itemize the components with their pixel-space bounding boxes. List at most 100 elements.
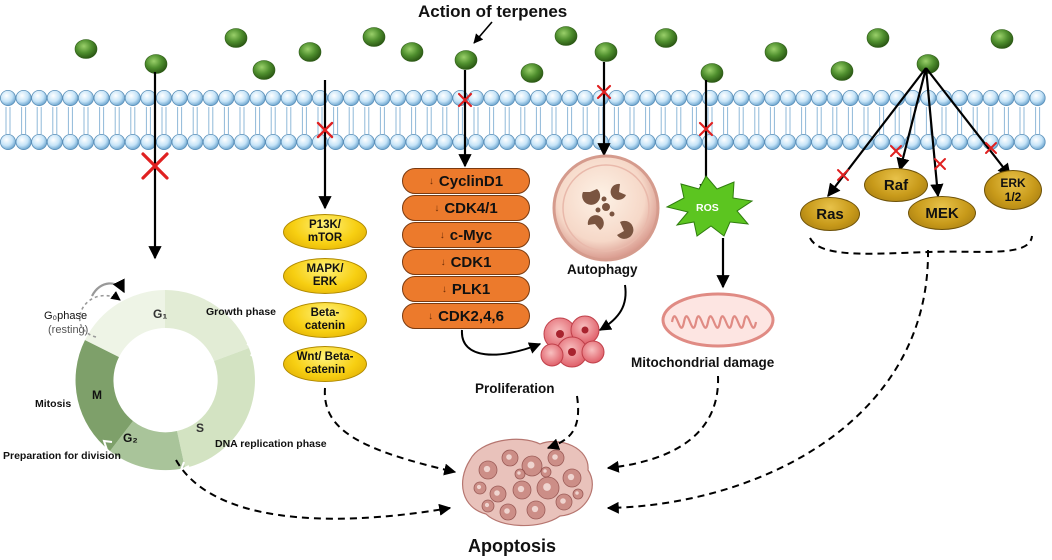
lipid-head xyxy=(280,90,297,107)
lipid-head xyxy=(951,133,968,150)
cdk-box-cdk2-4-6: ↓CDK2,4,6 xyxy=(402,303,530,329)
autophagy-cell xyxy=(552,154,660,262)
kinase-oval-ras: Ras xyxy=(800,197,860,231)
lipid-head xyxy=(421,133,438,150)
lipid-head xyxy=(171,133,188,150)
lipid-head xyxy=(187,90,204,107)
lipid-head xyxy=(249,90,266,107)
lipid-head xyxy=(873,90,890,107)
lipid-head xyxy=(499,90,516,107)
lipid-head xyxy=(702,90,719,107)
cdk-to-proliferation-arrow xyxy=(460,329,542,356)
lipid-head xyxy=(686,133,703,150)
lipid-head xyxy=(358,90,375,107)
lipid-head xyxy=(233,90,250,107)
lipid-head xyxy=(483,90,500,107)
terpene-molecule xyxy=(594,42,618,62)
lipid-head xyxy=(795,133,812,150)
lipid-head xyxy=(233,133,250,150)
lipid-head xyxy=(343,133,360,150)
terpene-molecule xyxy=(362,27,386,47)
lipid-head xyxy=(733,90,750,107)
terpene-molecule xyxy=(554,26,578,46)
lipid-head xyxy=(31,90,48,107)
s-phase-label: S xyxy=(196,421,205,435)
lipid-head xyxy=(93,133,110,150)
lipid-head xyxy=(155,90,172,107)
lipid-head xyxy=(467,90,484,107)
lipid-head xyxy=(577,90,594,107)
terpene-molecule xyxy=(700,63,724,83)
lipid-head xyxy=(826,90,843,107)
terpene-molecule xyxy=(654,28,678,48)
lipid-head xyxy=(514,90,531,107)
lipid-head xyxy=(842,90,859,107)
terpene-molecule xyxy=(830,61,854,81)
lipid-head xyxy=(764,90,781,107)
terpene-molecule xyxy=(252,60,276,80)
lipid-head xyxy=(202,90,219,107)
cdk-box-plk1: ↓PLK1 xyxy=(402,276,530,302)
lipid-head xyxy=(140,133,157,150)
mitochondrion-icon xyxy=(661,292,775,348)
cdk-box-c-myc: ↓c-Myc xyxy=(402,222,530,248)
lipid-head xyxy=(733,133,750,150)
lipid-head xyxy=(936,133,953,150)
lipid-head xyxy=(858,90,875,107)
pathway-pill-beta-catenin: Beta-catenin xyxy=(283,302,367,338)
terpene-molecule xyxy=(764,42,788,62)
lipid-head xyxy=(327,90,344,107)
lipid-head xyxy=(249,133,266,150)
lipid-head xyxy=(374,90,391,107)
lipid-head xyxy=(998,90,1015,107)
lipid-head xyxy=(343,90,360,107)
lipid-head xyxy=(421,90,438,107)
terpene-molecules xyxy=(74,26,1014,83)
diagram-title: Action of terpenes xyxy=(418,2,568,21)
lipid-head xyxy=(530,90,547,107)
preparation-label: Preparation for division xyxy=(3,450,121,462)
dashed-arrows-to-apoptosis xyxy=(175,235,1033,520)
cell-cycle-ring xyxy=(75,290,257,473)
lipid-head xyxy=(1014,90,1031,107)
terpene-molecule xyxy=(454,50,478,70)
lipid-head xyxy=(265,90,282,107)
lipid-head xyxy=(93,90,110,107)
lipid-head xyxy=(171,90,188,107)
lipid-head xyxy=(15,90,32,107)
lipid-head xyxy=(546,90,563,107)
lipid-head xyxy=(78,90,95,107)
lipid-head xyxy=(561,133,578,150)
lipid-head xyxy=(717,90,734,107)
lipid-head xyxy=(1029,90,1046,107)
lipid-head xyxy=(702,133,719,150)
kinase-oval-mek: MEK xyxy=(908,196,976,230)
g0-top-arrow xyxy=(91,278,125,297)
lipid-head xyxy=(795,90,812,107)
lipid-head xyxy=(46,133,63,150)
pathway-pill-mapk-erk: MAPK/ERK xyxy=(283,258,367,294)
lipid-head xyxy=(405,90,422,107)
lipid-head xyxy=(389,133,406,150)
lipid-head xyxy=(717,133,734,150)
cdk-box-cdk4-1: ↓CDK4/1 xyxy=(402,195,530,221)
lipid-head xyxy=(187,133,204,150)
lipid-head xyxy=(140,90,157,107)
lipid-head xyxy=(873,133,890,150)
lipid-head xyxy=(62,90,79,107)
lipid-head xyxy=(639,90,656,107)
lipid-head xyxy=(608,133,625,150)
lipid-head xyxy=(311,90,328,107)
lipid-head xyxy=(764,133,781,150)
pathway-pill-wnt-beta-catenin: Wnt/ Beta-catenin xyxy=(283,346,367,382)
apoptosis-label: Apoptosis xyxy=(468,536,556,556)
ros-burst xyxy=(665,175,754,237)
cdk-box-cyclind1: ↓CyclinD1 xyxy=(402,168,530,194)
terpene-molecule xyxy=(916,54,940,74)
dna-replication-label: DNA replication phase xyxy=(215,438,327,450)
lipid-head xyxy=(202,133,219,150)
lipid-head xyxy=(624,133,641,150)
lipid-head xyxy=(670,133,687,150)
